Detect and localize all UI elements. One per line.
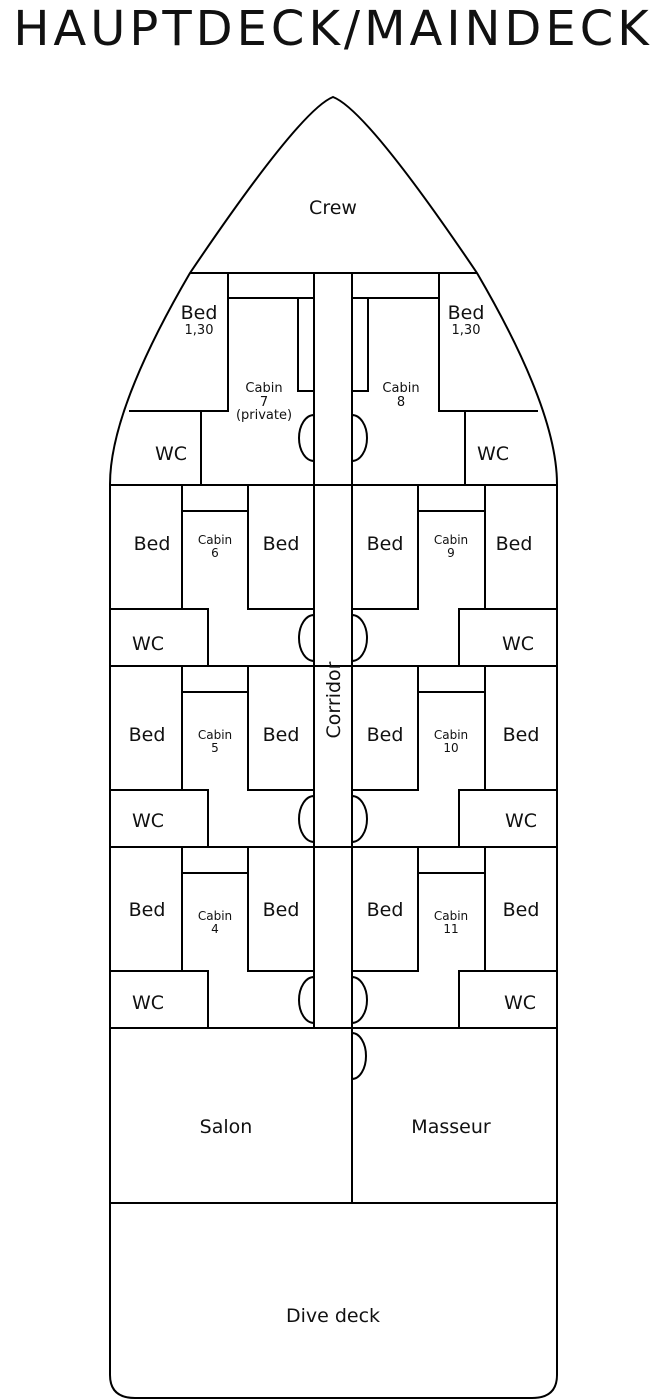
cabin4-inner-bed-label: Bed	[263, 899, 300, 921]
cabin5-outer-bed-label: Bed	[129, 724, 166, 746]
cabin4-outer-bed-label: Bed	[129, 899, 166, 921]
cabin5-inner-bed-label: Bed	[263, 724, 300, 746]
cabin8-bed-outline	[438, 273, 538, 412]
cabin5-wc-label: WC	[132, 810, 164, 832]
cabin10-number: 10	[443, 741, 458, 755]
cabin8-shelf	[351, 272, 440, 299]
cabin7-closet	[297, 297, 315, 392]
cabin8-bed-label: Bed	[448, 302, 485, 324]
door-cabin11	[351, 975, 368, 1025]
cabin5-name: Cabin	[198, 728, 232, 742]
masseur-label: Masseur	[411, 1116, 491, 1138]
cabin8-bed-size: 1,30	[452, 323, 481, 338]
cabin8-name: Cabin	[382, 381, 419, 396]
cabin6-number: 6	[211, 546, 219, 560]
crew-label: Crew	[309, 197, 357, 219]
cabin6-name: Cabin	[198, 533, 232, 547]
cabin9-inner-bed-label: Bed	[367, 533, 404, 555]
cabin7-bed-label: Bed	[181, 302, 218, 324]
cabin11-wc	[458, 970, 558, 1029]
cabin10-inner-bed	[351, 665, 419, 791]
door-cabin6	[298, 613, 315, 663]
cabin7-number: 7	[260, 395, 268, 410]
door-cabin8	[351, 413, 368, 463]
door-cabin9	[351, 613, 368, 663]
cabin5-number: 5	[211, 741, 219, 755]
cabin10-wc	[458, 789, 558, 848]
cabin6-wc	[109, 608, 209, 667]
cabin4-wc	[109, 970, 209, 1029]
cabin6-shelf	[181, 484, 249, 512]
cabin11-shelf	[417, 846, 486, 874]
cabin4-name: Cabin	[198, 909, 232, 923]
corridor-walls	[313, 272, 353, 1029]
cabin9-outer-bed-label: Bed	[496, 533, 533, 555]
cabin6-inner-bed	[247, 484, 315, 610]
cabin7-bed-outline	[129, 273, 229, 412]
cabin6-wc-label: WC	[132, 633, 164, 655]
cabin11-number: 11	[443, 922, 458, 936]
cabin5-wc	[109, 789, 209, 848]
cabin8-wc-label: WC	[477, 443, 509, 465]
cabin7-shelf	[227, 272, 315, 299]
cabin6-inner-bed-label: Bed	[263, 533, 300, 555]
hull-outline	[109, 95, 558, 1399]
door-cabin4	[298, 975, 315, 1025]
cabin9-name: Cabin	[434, 533, 468, 547]
cabin10-wc-label: WC	[505, 810, 537, 832]
door-cabin10	[351, 794, 368, 844]
cabin6-outer-bed-label: Bed	[134, 533, 171, 555]
cabin10-outer-bed-label: Bed	[503, 724, 540, 746]
cabin11-name: Cabin	[434, 909, 468, 923]
cabin8-closet	[351, 297, 369, 392]
cabin7-bed-size: 1,30	[185, 323, 214, 338]
cabin4-number: 4	[211, 922, 219, 936]
cabin9-number: 9	[447, 546, 455, 560]
cabin9-shelf	[417, 484, 486, 512]
cabin7-name: Cabin	[245, 381, 282, 396]
cabin5-inner-bed	[247, 665, 315, 791]
cabin4-wc-label: WC	[132, 992, 164, 1014]
salon-label: Salon	[200, 1116, 253, 1138]
cabin9-inner-bed	[351, 484, 419, 610]
cabin10-shelf	[417, 665, 486, 693]
cabin11-wc-label: WC	[504, 992, 536, 1014]
dive-deck-label: Dive deck	[286, 1305, 380, 1327]
cabin9-wc	[458, 608, 558, 667]
cabin7-note: (private)	[236, 408, 292, 423]
cabin10-name: Cabin	[434, 728, 468, 742]
door-cabin7	[298, 413, 315, 463]
cabin10-inner-bed-label: Bed	[367, 724, 404, 746]
cabin4-inner-bed	[247, 846, 315, 972]
door-cabin5	[298, 794, 315, 844]
cabin9-wc-label: WC	[502, 633, 534, 655]
cabin7-wc-label: WC	[155, 443, 187, 465]
corridor-label: Corridor	[323, 661, 345, 738]
cabin11-inner-bed-label: Bed	[367, 899, 404, 921]
cabin5-shelf	[181, 665, 249, 693]
cabin11-outer-bed-label: Bed	[503, 899, 540, 921]
cabin11-inner-bed	[351, 846, 419, 972]
cabin8-number: 8	[397, 395, 405, 410]
cabin4-shelf	[181, 846, 249, 874]
page-title: HAUPTDECK/MAINDECK	[13, 1, 653, 57]
door-masseur	[351, 1031, 367, 1081]
